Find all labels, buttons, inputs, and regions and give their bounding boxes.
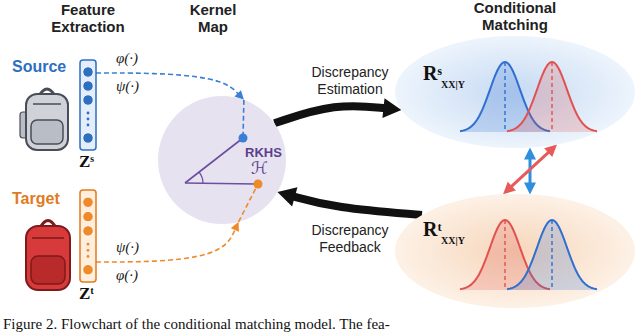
feature-unit <box>83 197 93 207</box>
feature-vector-shape <box>80 190 96 282</box>
mean-line <box>551 220 552 290</box>
region-ellipse <box>395 194 635 308</box>
mean-line <box>504 220 505 290</box>
edge-label: Discrepancy Estimation <box>298 64 402 98</box>
backpack-zipper <box>32 237 64 239</box>
feature-unit <box>83 211 93 221</box>
angle-arc <box>199 172 203 183</box>
operator-symbol: Rᵗ <box>423 218 442 241</box>
ellipsis-dot <box>87 118 90 121</box>
kernel-map-trace <box>242 100 244 138</box>
kernel-map-trace <box>239 184 258 222</box>
matching-arrow <box>510 151 551 189</box>
rkhs-disc <box>158 96 286 224</box>
edge-label: Discrepancy Feedback <box>298 222 402 256</box>
backpack-pocket <box>31 120 63 144</box>
angle-ray <box>185 183 258 184</box>
kernel-map-arrow <box>96 73 240 96</box>
source-backpack <box>20 89 68 150</box>
embedding-point <box>239 134 248 143</box>
domain-label: Target <box>12 190 60 208</box>
feature-unit <box>83 226 93 236</box>
feature-vector: Zˢ <box>80 60 96 150</box>
matching-region-shape <box>395 194 635 308</box>
figure-caption: Figure 2. Flowchart of the conditional m… <box>3 316 390 333</box>
feature-unit <box>83 67 93 77</box>
distribution-curve <box>507 62 597 131</box>
feature-symbol: Zˢ <box>79 152 94 172</box>
kernel-function: ψ(·) <box>116 239 139 256</box>
column-heading: Conditional Matching <box>450 0 580 33</box>
rkhs-circle: RKHSℋ <box>158 96 286 224</box>
kernel-function: φ(·) <box>116 50 138 67</box>
distribution-fill <box>507 220 597 290</box>
matching-region-shape <box>395 36 635 148</box>
vector-box <box>80 60 96 150</box>
operator-subscript: XX|Y <box>441 235 465 247</box>
feature-symbol: Zᵗ <box>79 284 94 304</box>
ellipsis-dot <box>87 243 90 246</box>
column-heading: Feature Extraction <box>36 2 140 35</box>
operator-subscript: XX|Y <box>441 79 465 91</box>
feature-unit <box>83 81 93 91</box>
region-ellipse <box>395 36 635 148</box>
ellipsis-dot <box>87 255 90 258</box>
column-heading: Kernel Map <box>183 2 243 35</box>
feature-unit <box>83 95 93 105</box>
distribution-fill <box>507 62 597 132</box>
ellipsis-dot <box>87 124 90 127</box>
kernel-map-arrow <box>96 227 236 262</box>
feature-vector-shape <box>80 60 96 150</box>
vector-box <box>80 190 96 282</box>
feature-unit <box>83 133 93 143</box>
mean-line <box>551 62 552 132</box>
target-backpack <box>26 221 70 291</box>
space-name: RKHS <box>245 146 282 161</box>
space-symbol: ℋ <box>251 159 268 179</box>
backpack-zipper <box>33 103 61 105</box>
embedding-point <box>254 180 263 189</box>
backpack-body <box>26 226 70 290</box>
ellipsis-dot <box>87 249 90 252</box>
discrepancy-arrow <box>274 106 389 123</box>
angle-ray <box>185 138 243 183</box>
mean-line <box>504 62 505 132</box>
feature-unit <box>83 265 93 275</box>
domain-label: Source <box>12 58 66 76</box>
feature-vector: Zᵗ <box>80 190 96 282</box>
kernel-function: ψ(·) <box>116 78 139 95</box>
matching-region: RᵗXX|Y <box>395 194 635 308</box>
matching-region: RˢXX|Y <box>395 36 635 148</box>
ellipsis-dot <box>87 112 90 115</box>
discrepancy-arrow <box>289 195 422 215</box>
backpack-pocket <box>31 256 65 284</box>
operator-symbol: Rˢ <box>423 62 442 85</box>
kernel-function: φ(·) <box>116 267 138 284</box>
backpack-body <box>26 94 68 150</box>
distribution-curve <box>507 220 597 289</box>
